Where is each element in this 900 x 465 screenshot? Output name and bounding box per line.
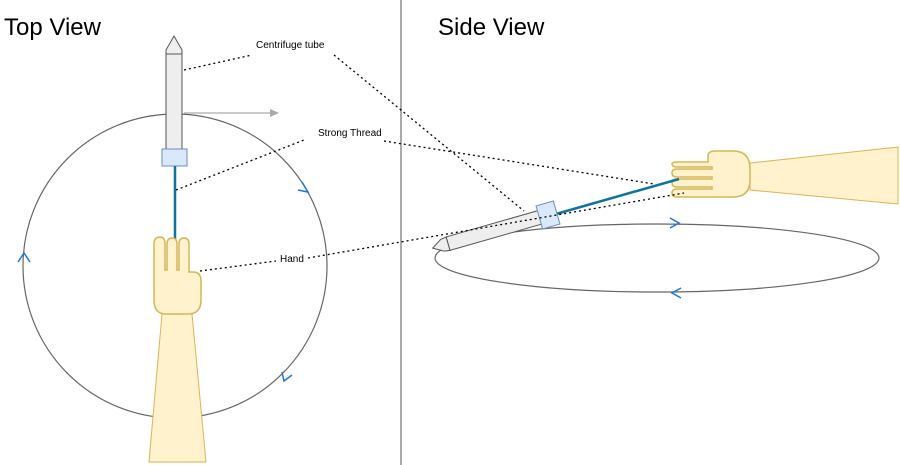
- hand-label-bg: [276, 252, 306, 266]
- orbit-arrow-left-icon: [17, 251, 31, 263]
- side-view-title: Side View: [438, 14, 545, 41]
- tube-cap: [161, 148, 188, 167]
- side-thread: [555, 177, 680, 216]
- hand-callout-top: [199, 260, 277, 272]
- top-hand-shape: [153, 236, 202, 315]
- side-orbit-arrow-bottom-icon: [670, 287, 682, 299]
- strong-thread-label: Strong Thread: [318, 128, 382, 139]
- callout-lines: [175, 54, 685, 272]
- thread-label-bg: [314, 125, 384, 139]
- side-tube-tip: [431, 236, 451, 252]
- side-centrifuge-tube: [431, 200, 561, 252]
- top-centrifuge-tube: [161, 34, 188, 167]
- motion-arrow-head-icon: [270, 109, 279, 117]
- hand-callout-side: [307, 192, 685, 259]
- orbit-arrow-bottom-icon: [281, 371, 293, 383]
- top-view-title: Top View: [4, 14, 102, 41]
- tube-label-bg: [252, 38, 332, 52]
- side-arm: [749, 146, 899, 205]
- thread-callout-side: [383, 140, 655, 185]
- tube-callout-top: [183, 54, 253, 71]
- top-hand-icon: [153, 236, 202, 315]
- hand-label: Hand: [280, 254, 304, 265]
- side-hand-shape: [671, 150, 751, 198]
- thread-callout-top: [175, 139, 305, 191]
- side-tube-cap: [535, 200, 561, 230]
- side-orbit-ellipse: [434, 223, 880, 293]
- top-arm: [148, 313, 207, 463]
- tube-callout-side: [333, 54, 525, 212]
- tube-body: [165, 53, 183, 151]
- side-orbit-arrow-top-icon: [669, 217, 681, 229]
- orbit-arrow-right-icon: [297, 181, 310, 194]
- centrifuge-tube-label: Centrifuge tube: [256, 40, 325, 51]
- side-hand-icon: [671, 150, 751, 198]
- tube-tip: [165, 34, 183, 57]
